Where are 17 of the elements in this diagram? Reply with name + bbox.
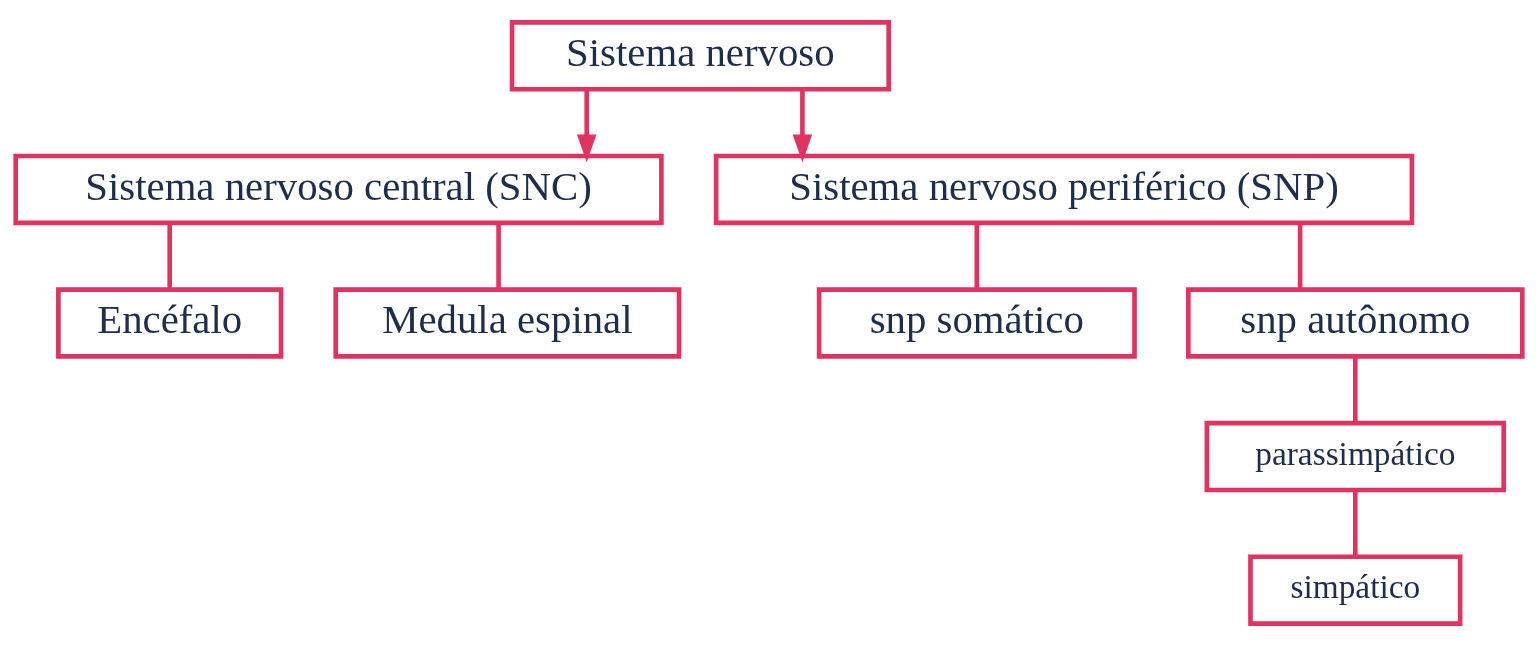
- node-box: snp autônomo: [1186, 287, 1525, 359]
- node-box: parassimpático: [1204, 420, 1507, 493]
- node-box: simpático: [1248, 554, 1463, 626]
- node-box: Encéfalo: [56, 287, 284, 359]
- connector: [1353, 356, 1358, 423]
- arrow: [792, 89, 813, 163]
- connector: [1297, 223, 1303, 289]
- node-box: Sistema nervoso: [509, 20, 891, 92]
- connector: [1353, 490, 1358, 556]
- connector: [974, 223, 980, 289]
- connector: [167, 223, 172, 289]
- arrow: [576, 89, 597, 163]
- node-box: snp somático: [816, 287, 1137, 359]
- node-box: Sistema nervoso central (SNC): [13, 153, 664, 226]
- connector: [496, 223, 501, 289]
- node-box: Medula espinal: [333, 287, 682, 359]
- node-box: Sistema nervoso periférico (SNP): [713, 153, 1415, 226]
